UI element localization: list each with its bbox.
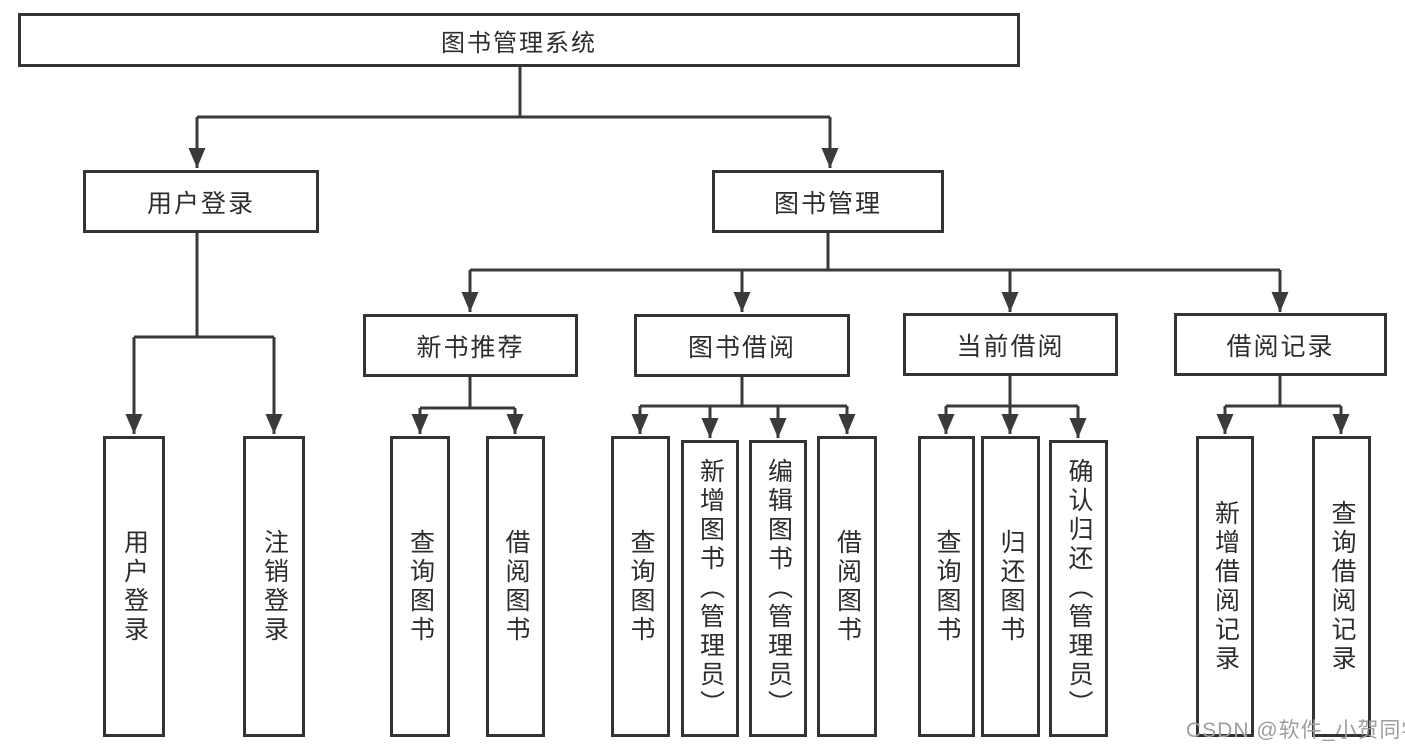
connector-current-borrowing-children (937, 376, 1087, 438)
leaf-nbr-borrow-books: 借阅图书 (486, 436, 545, 737)
leaf-user-login-label: 用户登录 (120, 528, 149, 645)
node-root-label: 图书管理系统 (441, 29, 597, 57)
leaf-br-query-borrow-record-label: 查询借阅记录 (1328, 499, 1356, 674)
leaf-bb-borrow-books-label: 借阅图书 (833, 528, 862, 645)
leaf-cb-query-books: 查询图书 (918, 436, 975, 737)
leaf-cb-return-books: 归还图书 (981, 436, 1040, 737)
node-user-login: 用户登录 (83, 170, 319, 233)
node-book-borrowing-label: 图书借阅 (687, 333, 796, 362)
leaf-cb-confirm-return-admin: 确认归还（管理员） (1049, 440, 1108, 737)
leaf-bb-borrow-books: 借阅图书 (817, 436, 877, 737)
leaf-cb-query-books-label: 查询图书 (933, 528, 961, 645)
node-book-management-label: 图书管理 (773, 189, 882, 218)
leaf-bb-add-books-admin-label: 新增图书（管理员） (696, 458, 725, 719)
csdn-watermark: CSDN @软件_小贺同学 (1186, 719, 1405, 742)
leaf-bb-edit-books-admin: 编辑图书（管理员） (749, 440, 807, 737)
leaf-nbr-query-books-label: 查询图书 (406, 528, 435, 645)
leaf-br-add-borrow-record-label: 新增借阅记录 (1211, 499, 1240, 674)
leaf-bb-add-books-admin: 新增图书（管理员） (681, 440, 739, 737)
leaf-logout-login: 注销登录 (243, 436, 305, 737)
node-new-book-recommend: 新书推荐 (363, 314, 578, 377)
node-root: 图书管理系统 (18, 13, 1020, 67)
leaf-cb-return-books-label: 归还图书 (997, 528, 1025, 645)
leaf-nbr-query-books: 查询图书 (390, 436, 450, 737)
leaf-nbr-borrow-books-label: 借阅图书 (502, 528, 530, 645)
node-borrow-records-label: 借阅记录 (1226, 332, 1335, 361)
connector-book-management-children (461, 233, 1289, 312)
node-book-borrowing: 图书借阅 (634, 314, 850, 377)
node-new-book-recommend-label: 新书推荐 (416, 333, 525, 362)
connector-new-book-recommend-children (411, 377, 524, 434)
leaf-bb-edit-books-admin-label: 编辑图书（管理员） (764, 458, 793, 719)
leaf-logout-login-label: 注销登录 (260, 528, 289, 645)
node-user-login-label: 用户登录 (146, 189, 255, 218)
connector-book-borrowing-children (631, 377, 856, 438)
node-book-management: 图书管理 (712, 170, 944, 233)
node-current-borrowing-label: 当前借阅 (956, 332, 1065, 361)
leaf-user-login: 用户登录 (103, 436, 165, 737)
connector-user-login-children (125, 233, 283, 434)
connector-borrow-records-children (1216, 376, 1350, 434)
leaf-br-query-borrow-record: 查询借阅记录 (1312, 436, 1371, 737)
leaf-bb-query-books: 查询图书 (611, 436, 670, 737)
leaf-br-add-borrow-record: 新增借阅记录 (1196, 436, 1254, 737)
node-borrow-records: 借阅记录 (1174, 313, 1387, 376)
node-current-borrowing: 当前借阅 (903, 313, 1118, 376)
leaf-cb-confirm-return-admin-label: 确认归还（管理员） (1065, 458, 1093, 719)
leaf-bb-query-books-label: 查询图书 (627, 528, 655, 645)
connector-root-to-level2 (188, 67, 839, 168)
